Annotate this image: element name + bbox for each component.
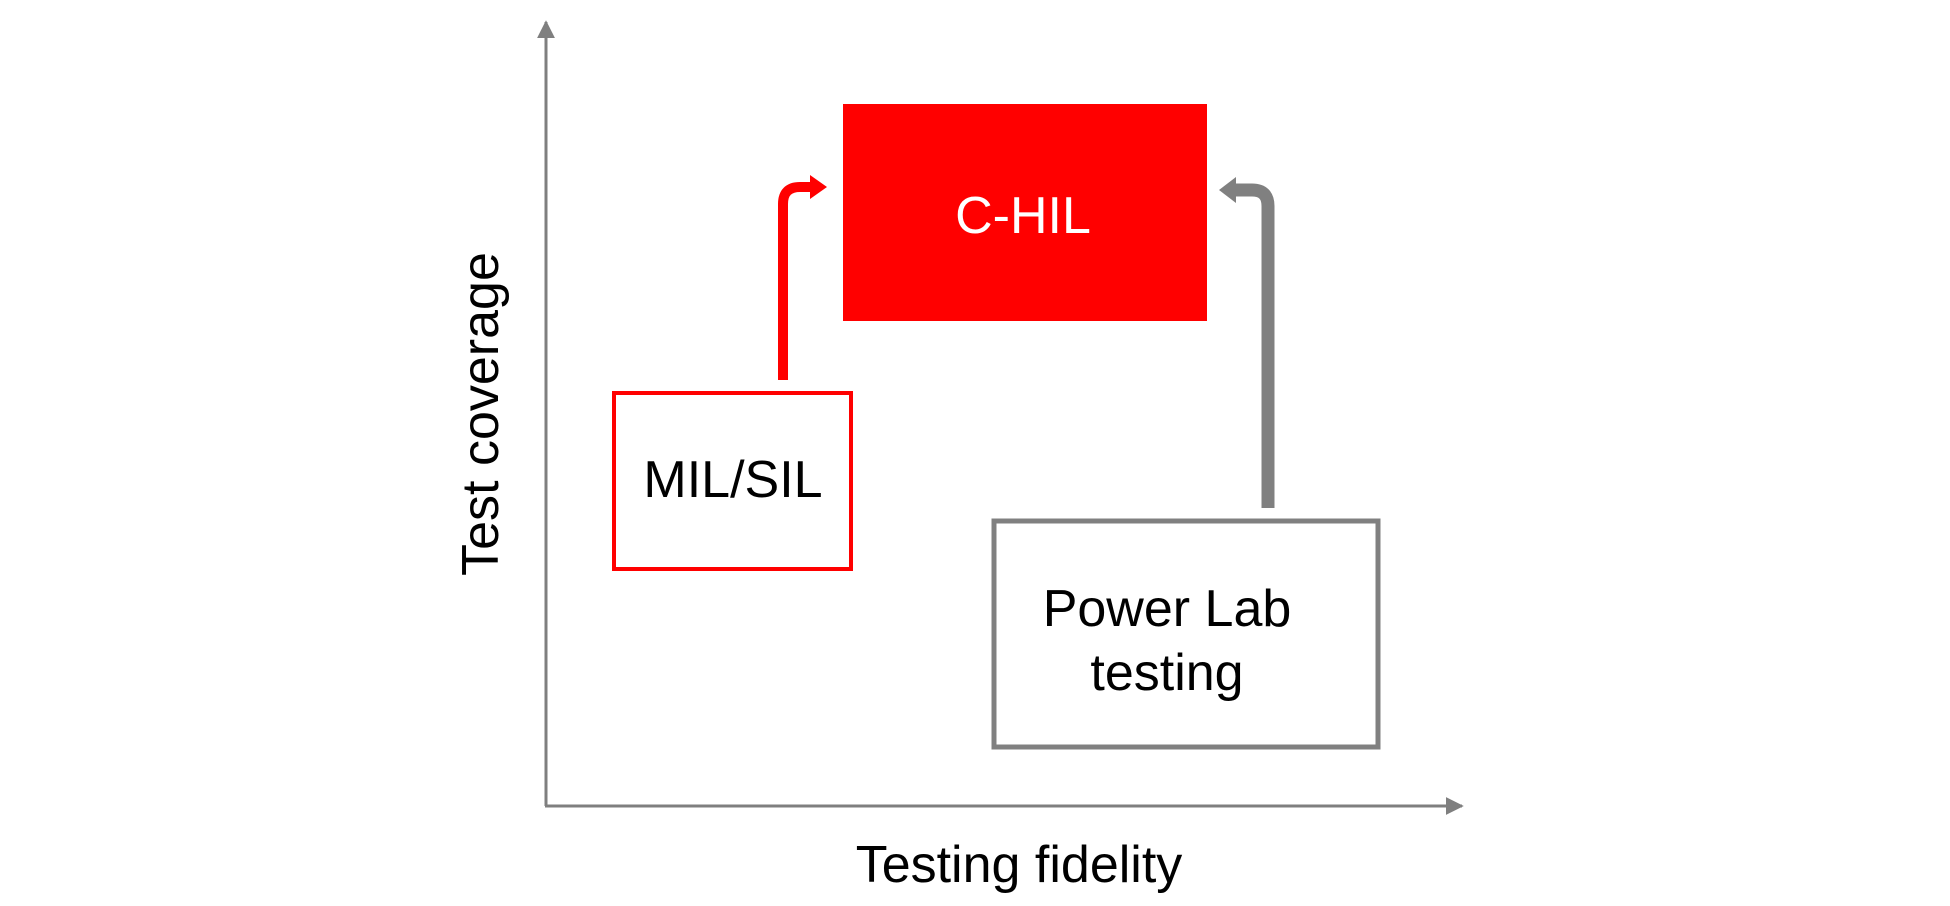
- y-axis-label: Test coverage: [452, 252, 510, 576]
- powerlab-to-chil-arrowhead: [1219, 177, 1236, 203]
- milsil-to-chil-arrow: [778, 182, 812, 380]
- powerlab-to-chil-arrow: [1236, 183, 1275, 508]
- milsil-label: MIL/SIL: [643, 451, 822, 509]
- x-axis-label: Testing fidelity: [856, 836, 1183, 894]
- chil-box: [843, 104, 1207, 321]
- milsil-box: [612, 391, 853, 571]
- powerlab-box: [991, 518, 1381, 750]
- powerlab-label-line1: Power Lab: [1043, 580, 1292, 638]
- milsil-to-chil-arrowhead: [810, 175, 827, 199]
- powerlab-label-line2: testing: [1090, 644, 1243, 702]
- chil-label: C-HIL: [955, 187, 1091, 245]
